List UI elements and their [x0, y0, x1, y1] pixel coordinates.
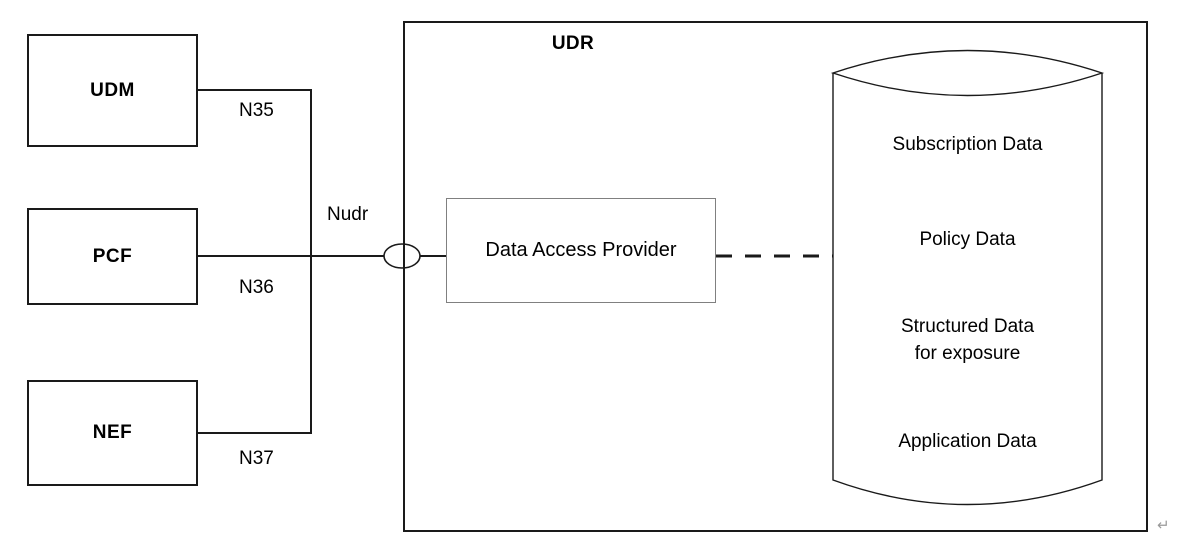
datastore-item-subscription-data: Subscription Data [892, 134, 1043, 155]
datastore-cylinder-top [830, 49, 1105, 97]
udr-title: UDR [551, 33, 595, 54]
data-access-provider-label: Data Access Provider [485, 239, 677, 261]
datastore-item-structured-data: Structured Data for exposure [833, 313, 1102, 367]
udr-boundary [403, 21, 1148, 532]
datastore-item-policy-data: Policy Data [919, 229, 1016, 250]
nf-box-pcf[interactable]: PCF [27, 208, 198, 305]
reference-point-n37-label: N37 [239, 448, 274, 469]
datastore-item-structured-data-line1: Structured Data [900, 316, 1035, 337]
nf-box-udm[interactable]: UDM [27, 34, 198, 147]
nf-box-nef[interactable]: NEF [27, 380, 198, 486]
paragraph-mark-icon: ↵ [1157, 517, 1170, 534]
link-n37 [198, 256, 312, 434]
nf-box-nef-label: NEF [92, 422, 133, 443]
datastore-cylinder-shape [832, 73, 1103, 506]
nudr-connector-icon [383, 243, 421, 269]
datastore-item-application-data: Application Data [898, 431, 1037, 452]
nf-box-pcf-label: PCF [92, 245, 133, 267]
reference-point-n35-label: N35 [239, 100, 274, 121]
datastore-item-structured-data-line2: for exposure [914, 343, 1021, 364]
reference-point-n36-label: N36 [239, 277, 274, 298]
link-n35 [198, 89, 312, 256]
data-access-provider-box[interactable]: Data Access Provider [446, 198, 716, 303]
nudr-interface-label: Nudr [327, 204, 369, 225]
nf-box-udm-label: UDM [90, 79, 135, 101]
